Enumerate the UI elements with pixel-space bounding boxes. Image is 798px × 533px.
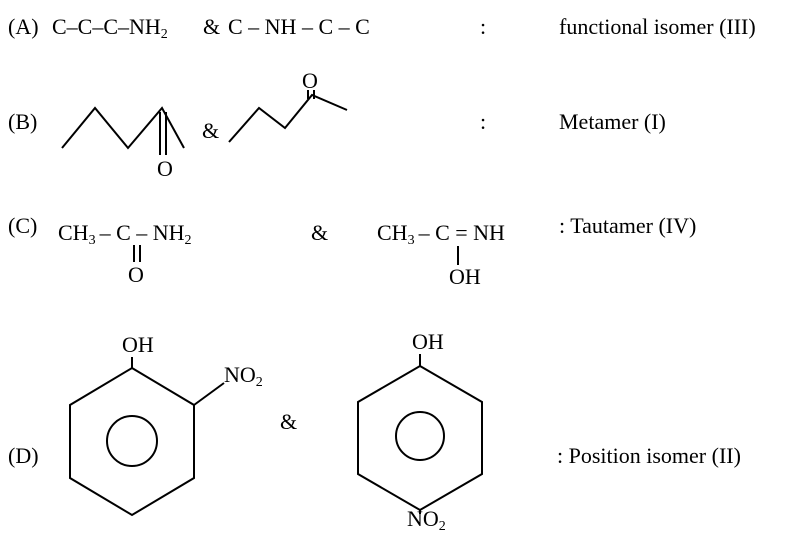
row-a-formula2: C – NH – C – C <box>228 14 370 39</box>
row-c-formula2: CH3– C = NH <box>377 220 505 248</box>
row-b-ampersand: & <box>202 118 219 143</box>
row-b-colon: : <box>480 109 486 134</box>
row-d-result: : Position isomer (II) <box>557 443 741 468</box>
row-b-result: Metamer (I) <box>559 109 666 134</box>
row-c-oxygen: O <box>128 262 144 287</box>
row-d-hydroxyl-1: OH <box>122 332 154 357</box>
row-a-result: functional isomer (III) <box>559 14 756 39</box>
benzene-ring-1 <box>69 366 195 517</box>
row-b-label: (B) <box>8 109 37 134</box>
row-c-result: : Tautamer (IV) <box>559 213 696 238</box>
row-d-nitro-2: NO2 <box>407 506 446 533</box>
row-c-formula1: CH3– C – NH2 <box>58 220 192 248</box>
row-a-label: (A) <box>8 14 39 39</box>
row-d: (D) OH NO2 & OH NO2 : Position isomer (I… <box>8 329 741 533</box>
aromatic-circle-1 <box>106 415 158 467</box>
pentan-2-one-skeleton <box>61 106 185 150</box>
pentan-3-one-skeleton <box>228 93 348 143</box>
row-c-hydroxyl: OH <box>449 264 481 289</box>
nitro-bond-1 <box>193 382 225 406</box>
row-c-ampersand: & <box>311 220 328 245</box>
row-b: (B) O & O : Metamer (I) <box>8 68 666 181</box>
row-b-oxygen-1: O <box>157 156 173 181</box>
aromatic-circle-2 <box>395 411 445 461</box>
row-b-oxygen-2: O <box>302 68 318 93</box>
row-d-ampersand: & <box>280 409 297 434</box>
row-a-formula1: C–C–C–NH2 <box>52 14 168 42</box>
row-c: (C) CH3– C – NH2 O & CH3– C = NH OH : Ta… <box>8 213 696 289</box>
row-d-label: (D) <box>8 443 39 468</box>
row-a-colon: : <box>480 14 486 39</box>
row-c-label: (C) <box>8 213 37 238</box>
row-d-nitro-1: NO2 <box>224 362 263 390</box>
benzene-ring-2 <box>357 364 483 512</box>
row-d-hydroxyl-2: OH <box>412 329 444 354</box>
row-a: (A) C–C–C–NH2 & C – NH – C – C : functio… <box>8 14 756 42</box>
row-a-ampersand: & <box>203 14 220 39</box>
